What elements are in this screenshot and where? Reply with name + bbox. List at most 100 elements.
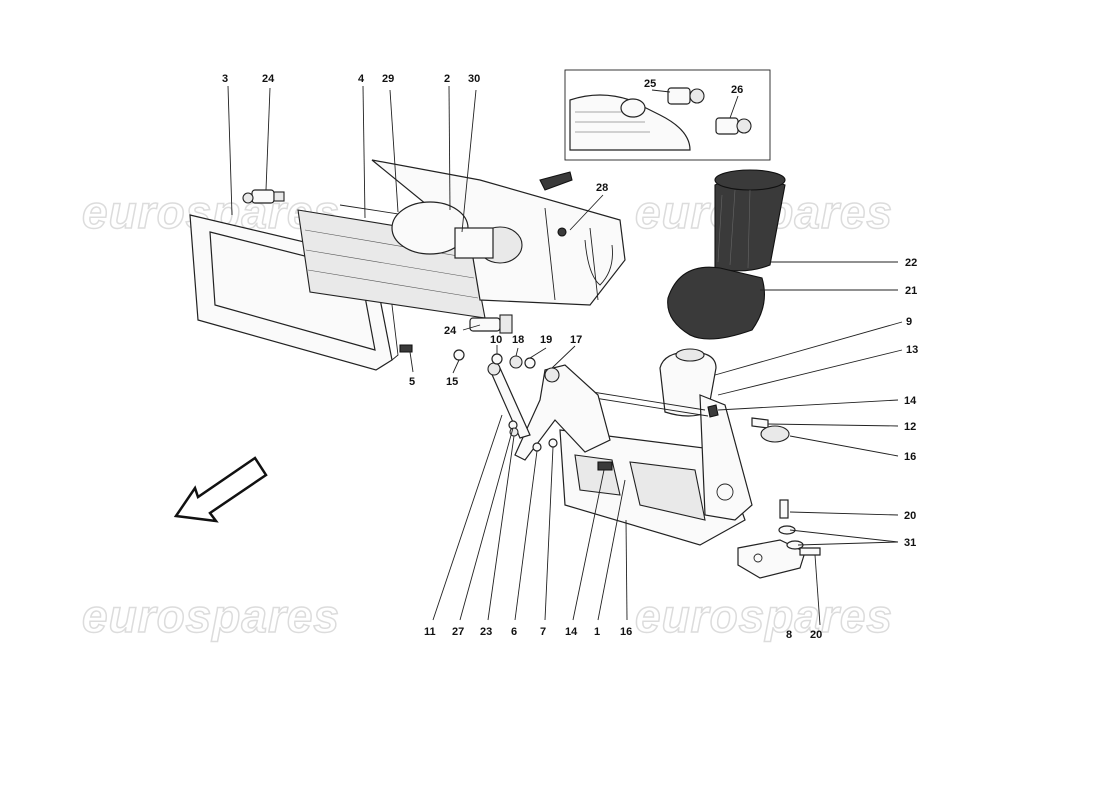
callout-29: 29 [382,73,394,85]
bulb-26-drawing [715,95,752,135]
screw-28 [557,227,567,237]
bolt-12 [751,417,769,429]
callout-23: 23 [480,626,492,638]
bolt-20-upper [779,499,789,519]
bracket-window-right [629,461,706,521]
motor-cap [675,348,705,362]
callout-11: 11 [424,626,436,638]
bracket-hole [716,483,734,501]
watermark-bottom-right: eurospares [635,590,893,642]
washer-7 [548,438,558,448]
callout-30: 30 [468,73,480,85]
inset-frame [564,69,771,161]
inset-housing [569,94,691,151]
callout-5: 5 [409,376,415,388]
nut-10 [491,353,503,365]
callout-26: 26 [731,84,743,96]
callout-20-bottom: 20 [810,629,822,641]
watermark-top-left: eurospares [82,186,340,238]
link-rod-eye [487,362,501,376]
bulb-24-upper-socket [273,191,285,202]
elbow-body [667,266,765,340]
callout-2: 2 [444,73,450,85]
bolt-14-upper [707,404,719,418]
callout-28: 28 [596,182,608,194]
housing-edges [544,207,599,301]
washer-19 [524,357,536,369]
bracket-rod [579,389,706,411]
lever-arm-part-17 [514,364,611,461]
front-direction-arrow [173,456,268,523]
bulb-24-lower-base [469,317,501,332]
callout-10: 10 [490,334,502,346]
callout-27: 27 [452,626,464,638]
screw-5 [399,344,413,353]
boot-top [714,169,786,191]
callout-17: 17 [570,334,582,346]
mount-hole [753,553,763,563]
bulb-24-upper-glass [242,192,254,204]
callout-1: 1 [594,626,600,638]
callout-13: 13 [906,344,918,356]
link-rod-part-11 [487,362,531,439]
mount-bracket-part-8 [737,499,821,579]
bulb-inset-panel [564,69,771,161]
bracket-side-plate [699,394,753,521]
callout-8: 8 [786,629,792,641]
callout-21: 21 [905,285,917,297]
elbow-cover-part-21 [667,266,765,340]
housing-cutout [584,239,613,286]
lever-pivot [544,367,560,383]
reflector-assembly-part-29 [391,201,523,264]
callout-14-right: 14 [904,395,917,407]
bulb-26-glass [736,118,752,134]
washer-15 [453,349,465,361]
bulb-24-upper [242,189,285,204]
callout-9: 9 [906,316,912,328]
callout-3: 3 [222,73,228,85]
callout-labels: 3 24 4 29 2 30 25 26 28 22 21 24 5 15 10… [222,73,918,641]
watermark-bottom-left: eurospares [82,590,340,642]
callout-4: 4 [358,73,365,85]
bolt-20-lower [799,547,821,556]
bulb-26-base [715,117,739,135]
rubber-boot-part-22 [714,169,786,272]
leader-26 [729,95,739,119]
leader-lines [227,85,903,626]
housing-handle [539,171,573,191]
callout-6: 6 [511,626,517,638]
bracket-rod-lower [581,395,709,417]
bulb-24-lower [469,314,513,334]
callout-15: 15 [446,376,458,388]
bushing-18 [509,355,523,369]
bulb-25-glass [689,88,705,104]
leader-25 [651,89,671,93]
washer-6 [532,442,542,452]
inset-socket [620,98,646,118]
callout-16-bottom: 16 [620,626,632,638]
callout-25: 25 [644,78,656,90]
bracket-assembly-part-1 [559,389,753,546]
headlight-lens-ribs [304,229,479,299]
bracket-16 [760,425,790,443]
boot-folds [717,189,751,269]
callout-14-bottom: 14 [565,626,578,638]
callout-7: 7 [540,626,546,638]
callout-24-lower: 24 [444,325,457,337]
callout-12: 12 [904,421,916,433]
bolt-14-lower [597,461,613,471]
bulb-24-lower-socket [499,314,513,334]
bulb-25-base [667,87,691,105]
callout-31: 31 [904,537,916,549]
callout-22: 22 [905,257,917,269]
lever-plate [514,364,611,461]
callout-16-right: 16 [904,451,916,463]
washer-31-a [778,525,796,535]
motor-link [454,227,494,259]
mount-plate [737,539,806,579]
callout-19: 19 [540,334,552,346]
bulb-25-drawing [651,87,705,105]
bulb-24-upper-base [251,189,275,204]
